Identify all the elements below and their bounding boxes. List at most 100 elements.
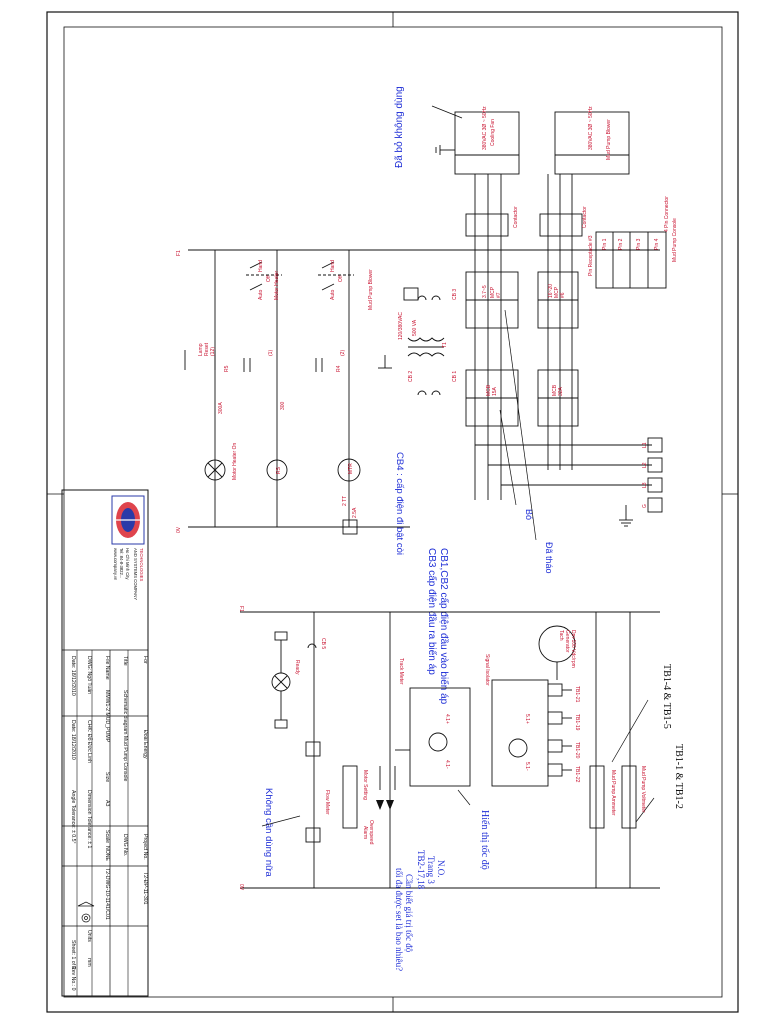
svg-text:Dimension Tolerance: ± 1: Dimension Tolerance: ± 1 (86, 790, 92, 849)
lower-labels: F1 0V Track Meter Signal Isolator Mud Pu… (238, 606, 646, 891)
svg-text:G: G (642, 504, 648, 508)
note-da-thao: Đã tháo (544, 542, 554, 574)
svg-text:MCB: MCB (552, 384, 558, 396)
svg-text:Angle Tolerance: ± 0.5°: Angle Tolerance: ± 0.5° (70, 790, 76, 844)
svg-text:L3: L3 (642, 482, 648, 488)
note-tb1-1-2: TB1-1 & TB1-2 (673, 744, 684, 809)
arrows (376, 800, 394, 810)
note-no: N.O. (436, 860, 446, 878)
svg-text:Pin 4: Pin 4 (654, 238, 660, 250)
note-tb1-4-5: TB1-4 & TB1-5 (661, 664, 672, 729)
svg-text:CB 3: CB 3 (452, 289, 458, 300)
svg-text:Hand: Hand (258, 260, 264, 272)
note-tb2: TB2-17,18 (416, 850, 426, 890)
svg-text:Size: Size (104, 772, 110, 782)
svg-text:(12): (12) (210, 347, 216, 356)
svg-text:2.5A: 2.5A (352, 507, 358, 518)
svg-text:Auto: Auto (258, 289, 264, 300)
svg-text:Hand: Hand (330, 260, 336, 272)
svg-text:#6: #6 (560, 292, 566, 298)
note-khong-can: Không cần dùng nữa (263, 788, 274, 877)
svg-text:Mud Pump Blower: Mud Pump Blower (606, 119, 612, 160)
svg-text:For: For (142, 656, 148, 664)
note-trang3: Trang 3 (426, 856, 436, 884)
svg-text:Overspeed: Overspeed (368, 820, 374, 845)
svg-text:Tach: Tach (558, 630, 564, 641)
svg-text:Off: Off (338, 275, 344, 282)
upper-schematic (184, 111, 667, 535)
svg-text:Đoái Energy: Đoái Energy (142, 730, 148, 759)
svg-text:Track Meter: Track Meter (398, 658, 404, 685)
svg-text:Flow Meter: Flow Meter (324, 790, 330, 815)
svg-text:Alarm: Alarm (362, 826, 368, 839)
svg-text:R5: R5 (224, 365, 230, 372)
svg-text:RS: RS (276, 466, 282, 474)
svg-text:Mud Pump Blower: Mud Pump Blower (368, 269, 374, 310)
svg-text:Auto: Auto (330, 289, 336, 300)
svg-text:www.company.vn: www.company.vn (113, 548, 118, 581)
svg-text:Generator: Generator (564, 630, 570, 653)
svg-text:Date: 18/12/2010: Date: 18/12/2010 (70, 656, 76, 696)
page-border-inner (63, 26, 723, 998)
note-can-biet-2: tối đa được set là bao nhiêu? (394, 868, 404, 971)
svg-text:(2): (2) (340, 350, 346, 356)
svg-text:120/380VAC: 120/380VAC (398, 312, 404, 340)
svg-text:Sheet: 1 of 1: Sheet: 1 of 1 (70, 940, 76, 970)
svg-text:4.1+: 4.1+ (444, 714, 450, 724)
svg-text:Pin 3: Pin 3 (636, 238, 642, 250)
svg-text:Project No.: Project No. (142, 834, 148, 860)
svg-text:#7: #7 (496, 292, 502, 298)
svg-text:Pin 1: Pin 1 (602, 238, 608, 250)
svg-text:Cooling Fan: Cooling Fan (490, 119, 496, 146)
svg-text:CB 5: CB 5 (320, 638, 326, 649)
svg-text:CB 1: CB 1 (452, 371, 458, 382)
svg-text:T2-DWG-10-1141/C01: T2-DWG-10-1141/C01 (104, 868, 110, 920)
note-hien-thi: Hiển thị tốc độ (479, 810, 490, 870)
svg-text:F1: F1 (176, 250, 182, 256)
svg-text:A3: A3 (104, 800, 110, 806)
svg-text:Mud Pump Voltmeter: Mud Pump Voltmeter (640, 766, 646, 813)
svg-text:TB1-21: TB1-21 (574, 686, 580, 703)
svg-text:Motor Setting: Motor Setting (362, 770, 368, 800)
svg-text:MCP: MCP (554, 286, 560, 298)
svg-text:Lamp: Lamp (198, 343, 204, 356)
svg-text:L2: L2 (642, 462, 648, 468)
note-da-bo: Đã bỏ không dùng (393, 86, 405, 168)
svg-text:Units: Units (86, 930, 92, 942)
svg-text:Rev No.: 0: Rev No.: 0 (70, 966, 76, 991)
svg-text:R4: R4 (336, 365, 342, 372)
svg-text:300A: 300A (218, 402, 224, 414)
svg-text:15A: 15A (492, 386, 498, 396)
svg-text:TB1-22: TB1-22 (574, 766, 580, 783)
svg-text:TB1-20: TB1-20 (574, 742, 580, 759)
projection-symbol-icon (77, 901, 95, 923)
lower-annotations: TB1-4 & TB1-5 TB1-1 & TB1-2 Hiển thị tốc… (261, 664, 684, 971)
svg-text:MTR: MTR (348, 463, 354, 474)
company-logo (111, 495, 145, 545)
page-border-outer (46, 11, 739, 1013)
svg-text:Motor Heater: Motor Heater (274, 270, 280, 300)
svg-text:Ho Chi Minh City: Ho Chi Minh City (125, 548, 130, 580)
svg-text:AND SYSTEMS COMPANY: AND SYSTEMS COMPANY (133, 548, 138, 600)
svg-text:380VAC 3Ø ~ 50Hz: 380VAC 3Ø ~ 50Hz (588, 106, 594, 150)
svg-text:Mud Pump Ammeter: Mud Pump Ammeter (610, 770, 616, 816)
svg-text:0V: 0V (176, 526, 182, 533)
upper-labels: F1 0V Cooling Fan 380VAC 3Ø ~ 50Hz Mud P… (176, 106, 678, 533)
svg-text:5.1-: 5.1- (524, 762, 530, 771)
svg-text:32A: 32A (558, 386, 564, 396)
svg-text:Schematic diagram Mud Pump Con: Schematic diagram Mud Pump Console (122, 690, 128, 782)
svg-text:T2-ĐP-11-301: T2-ĐP-11-301 (142, 872, 148, 905)
svg-text:NONE: NONE (104, 846, 110, 862)
svg-text:CB 2: CB 2 (408, 371, 414, 382)
svg-text:TB1-19: TB1-19 (574, 714, 580, 731)
svg-text:Motor Heater On: Motor Heater On (232, 443, 238, 480)
svg-text:3.7~5: 3.7~5 (482, 285, 488, 298)
svg-text:Mud Pump Console: Mud Pump Console (672, 218, 678, 262)
svg-text:Signal Isolator: Signal Isolator (484, 654, 490, 686)
svg-text:Date: 18/12/2010: Date: 18/12/2010 (70, 720, 76, 760)
note-cb1-cb2: CB1,CB2 cấp điện đầu vào biến áp (438, 548, 450, 705)
svg-text:4.1-: 4.1- (444, 760, 450, 769)
svg-text:4 Pin Connector: 4 Pin Connector (664, 196, 670, 232)
lower-schematic (240, 611, 660, 889)
